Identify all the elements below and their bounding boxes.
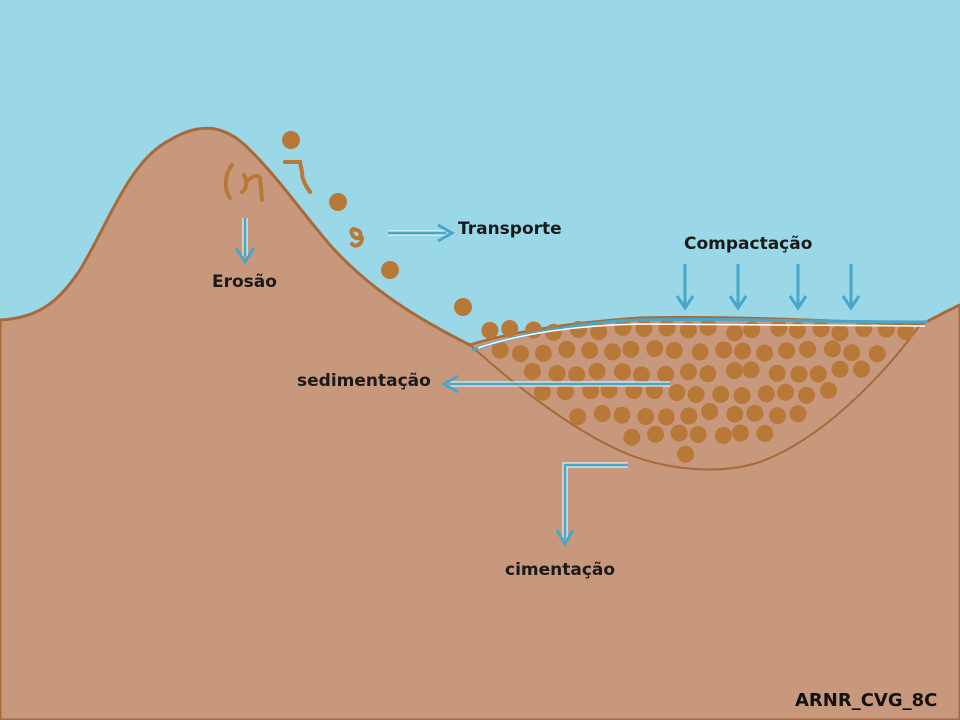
transport-label: Transporte <box>458 219 562 239</box>
erosion-label: Erosão <box>212 272 277 292</box>
sediment-grain <box>689 426 707 443</box>
sediment-grain <box>699 318 717 336</box>
transport-grains <box>282 131 472 316</box>
sediment-grain <box>525 321 543 339</box>
sediment-grain <box>545 323 562 341</box>
water-line-highlight <box>477 323 926 349</box>
sediment-grain <box>481 321 499 339</box>
sediment-grain <box>687 386 705 403</box>
sediment-grain <box>635 319 653 337</box>
sediment-grain <box>548 364 566 382</box>
sediment-grain <box>657 365 675 383</box>
sediment-grain <box>756 344 774 362</box>
sediment-grain <box>733 387 751 405</box>
sediment-grain <box>568 366 586 384</box>
cementation-label: cimentação <box>505 560 616 580</box>
sediment-grain <box>534 344 552 362</box>
sediment-grain <box>677 445 694 463</box>
sediment-grain <box>665 342 683 359</box>
sediment-grain <box>657 408 675 426</box>
sediment-grain <box>824 340 841 358</box>
sediment-grain <box>732 424 749 442</box>
sediment-grain <box>668 384 686 401</box>
sediment-grain <box>725 362 743 380</box>
compaction-arrows <box>675 264 861 311</box>
sediment-grain <box>715 341 733 359</box>
sediment-grain <box>569 408 587 426</box>
sediment-grain <box>679 321 697 339</box>
sediment-grain <box>734 342 752 360</box>
sediment-grain <box>604 343 622 361</box>
sediment-grain <box>533 383 551 401</box>
sediment-grain <box>897 323 915 341</box>
sediment-grain <box>712 385 730 403</box>
sediment-grain <box>799 340 817 358</box>
sediment-grain <box>843 344 861 362</box>
sediment-grain <box>742 361 760 379</box>
sediment-grain <box>691 343 709 361</box>
sediment-grain <box>790 365 808 383</box>
erosion-cracks <box>223 160 364 248</box>
cementation-arrow <box>555 462 628 548</box>
sediment-grain <box>512 345 529 363</box>
sediment-grain <box>855 319 873 337</box>
sedimentation-label: sedimentação <box>297 371 431 391</box>
sediment-grain <box>831 324 849 342</box>
sediment-grain <box>746 404 764 422</box>
sediment-grain <box>646 340 664 357</box>
credit-label: ARNR_CVG_8C <box>795 690 938 711</box>
sediment-grain <box>777 383 795 401</box>
sediment-grain <box>680 407 698 425</box>
sediment-grain <box>743 321 761 339</box>
sediment-grain <box>809 365 827 383</box>
transport-arrow <box>388 223 456 243</box>
sediment-grain <box>658 319 676 337</box>
sediment-grain <box>582 382 600 400</box>
sediment-grain <box>789 321 806 339</box>
sediment-grain <box>633 366 650 384</box>
sediment-grain <box>770 319 788 337</box>
sediment-grain <box>558 340 576 358</box>
sediment-grain <box>556 383 574 401</box>
sediment-grain <box>593 405 611 422</box>
sediment-grain <box>778 342 796 360</box>
sediment-grain <box>812 320 830 338</box>
sediment-grain <box>701 403 719 420</box>
sediment-grain <box>491 341 509 359</box>
sediment-grain <box>853 360 870 378</box>
sediment-grain <box>501 320 519 337</box>
sediment-grain <box>637 408 655 425</box>
sediment-grain <box>613 406 631 424</box>
sediment-grain <box>756 425 774 442</box>
sediment-grain <box>699 365 717 383</box>
erosion-arrow <box>234 218 256 265</box>
compaction-label: Compactação <box>684 234 813 254</box>
sediment-grain <box>726 405 744 423</box>
sediment-grain <box>726 324 744 342</box>
sediment-grain <box>590 323 608 341</box>
sediment-grain <box>623 428 641 446</box>
sediment-grain <box>798 386 815 404</box>
sediment-grain <box>680 363 697 381</box>
sediment-grain <box>868 345 886 363</box>
sediment-grain <box>670 424 688 442</box>
sediment-grain <box>714 426 732 444</box>
sediment-grain <box>768 364 786 382</box>
sediment-grain <box>789 405 807 423</box>
sediment-grain <box>877 320 895 338</box>
sediment-grain <box>614 319 632 336</box>
sediment-grain <box>523 362 541 380</box>
sedimentation-arrow <box>440 374 670 394</box>
sediment-grain <box>831 360 849 378</box>
sediment-grain <box>614 363 631 381</box>
sediment-grain <box>820 381 837 399</box>
sediment-grain <box>622 340 640 358</box>
sediment-grain <box>757 385 775 403</box>
sediment-grain <box>588 362 606 380</box>
sediment-grain <box>647 425 665 443</box>
sediment-grain <box>581 341 599 359</box>
sediment-grain <box>769 407 786 425</box>
